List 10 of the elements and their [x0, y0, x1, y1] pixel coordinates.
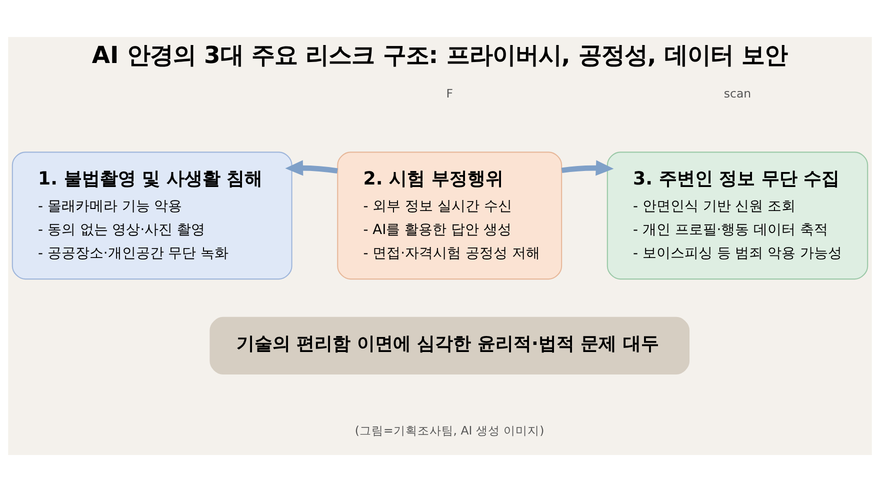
arrow [561, 160, 614, 176]
diagram-title: AI 안경의 3대 주요 리스크 구조: 프라이버시, 공정성, 데이터 보안 [92, 41, 788, 70]
node-box: 2. 시험 부정행위 - 외부 정보 실시간 수신 - AI를 활용한 답안 생성 - 면접·자격시험 공정성 저해 [337, 152, 562, 280]
node-box: 기술의 편리함 이면에 심각한 윤리적·법적 문제 대두 [210, 316, 690, 374]
node-box: 3. 주변인 정보 무단 수집 - 안면인식 기반 신원 조회 - 개인 프로필·행동 데이터 축적 - 보이스피싱 등 범죄 악용 가능성 [606, 152, 868, 280]
arrow [285, 160, 338, 176]
node-box: 1. 불법촬영 및 사생활 침해 - 몰래카메라 기능 악용 - 동의 없는 영상·사진 촬영 - 공공장소·개인공간 무단 녹화 [12, 152, 292, 280]
label: scan [724, 86, 752, 101]
label: F [446, 86, 453, 101]
label: (그림=기획조사팀, AI 생성 이미지) [354, 424, 544, 438]
